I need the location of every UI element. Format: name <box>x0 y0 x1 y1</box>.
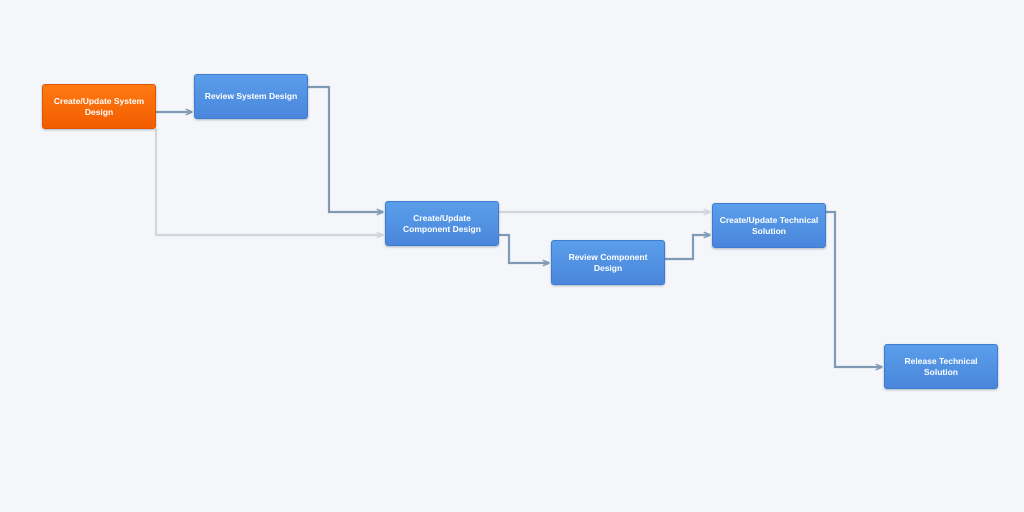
edge-review-system-to-create-component <box>308 85 383 212</box>
node-release-technical-solution[interactable]: Release Technical Solution <box>884 344 998 389</box>
node-review-system-design[interactable]: Review System Design <box>194 74 308 119</box>
edge-create-system-to-create-component <box>154 129 383 235</box>
node-review-component-design[interactable]: Review Component Design <box>551 240 665 285</box>
edge-create-technical-to-release-technical <box>826 210 882 367</box>
node-label: Create/Update Component Design <box>403 212 481 234</box>
node-create-update-technical-solution[interactable]: Create/Update Technical Solution <box>712 203 826 248</box>
node-create-update-system-design[interactable]: Create/Update System Design <box>42 84 156 129</box>
node-label: Create/Update Technical Solution <box>719 214 819 236</box>
edge-review-component-to-create-technical <box>665 235 710 261</box>
node-label: Review System Design <box>204 91 298 101</box>
edge-create-component-to-review-component <box>499 233 549 263</box>
node-label: Create/Update System Design <box>53 95 145 117</box>
node-create-update-component-design[interactable]: Create/Update Component Design <box>385 201 499 246</box>
node-label: Review Component Design <box>568 251 648 273</box>
node-label: Release Technical Solution <box>904 355 978 377</box>
